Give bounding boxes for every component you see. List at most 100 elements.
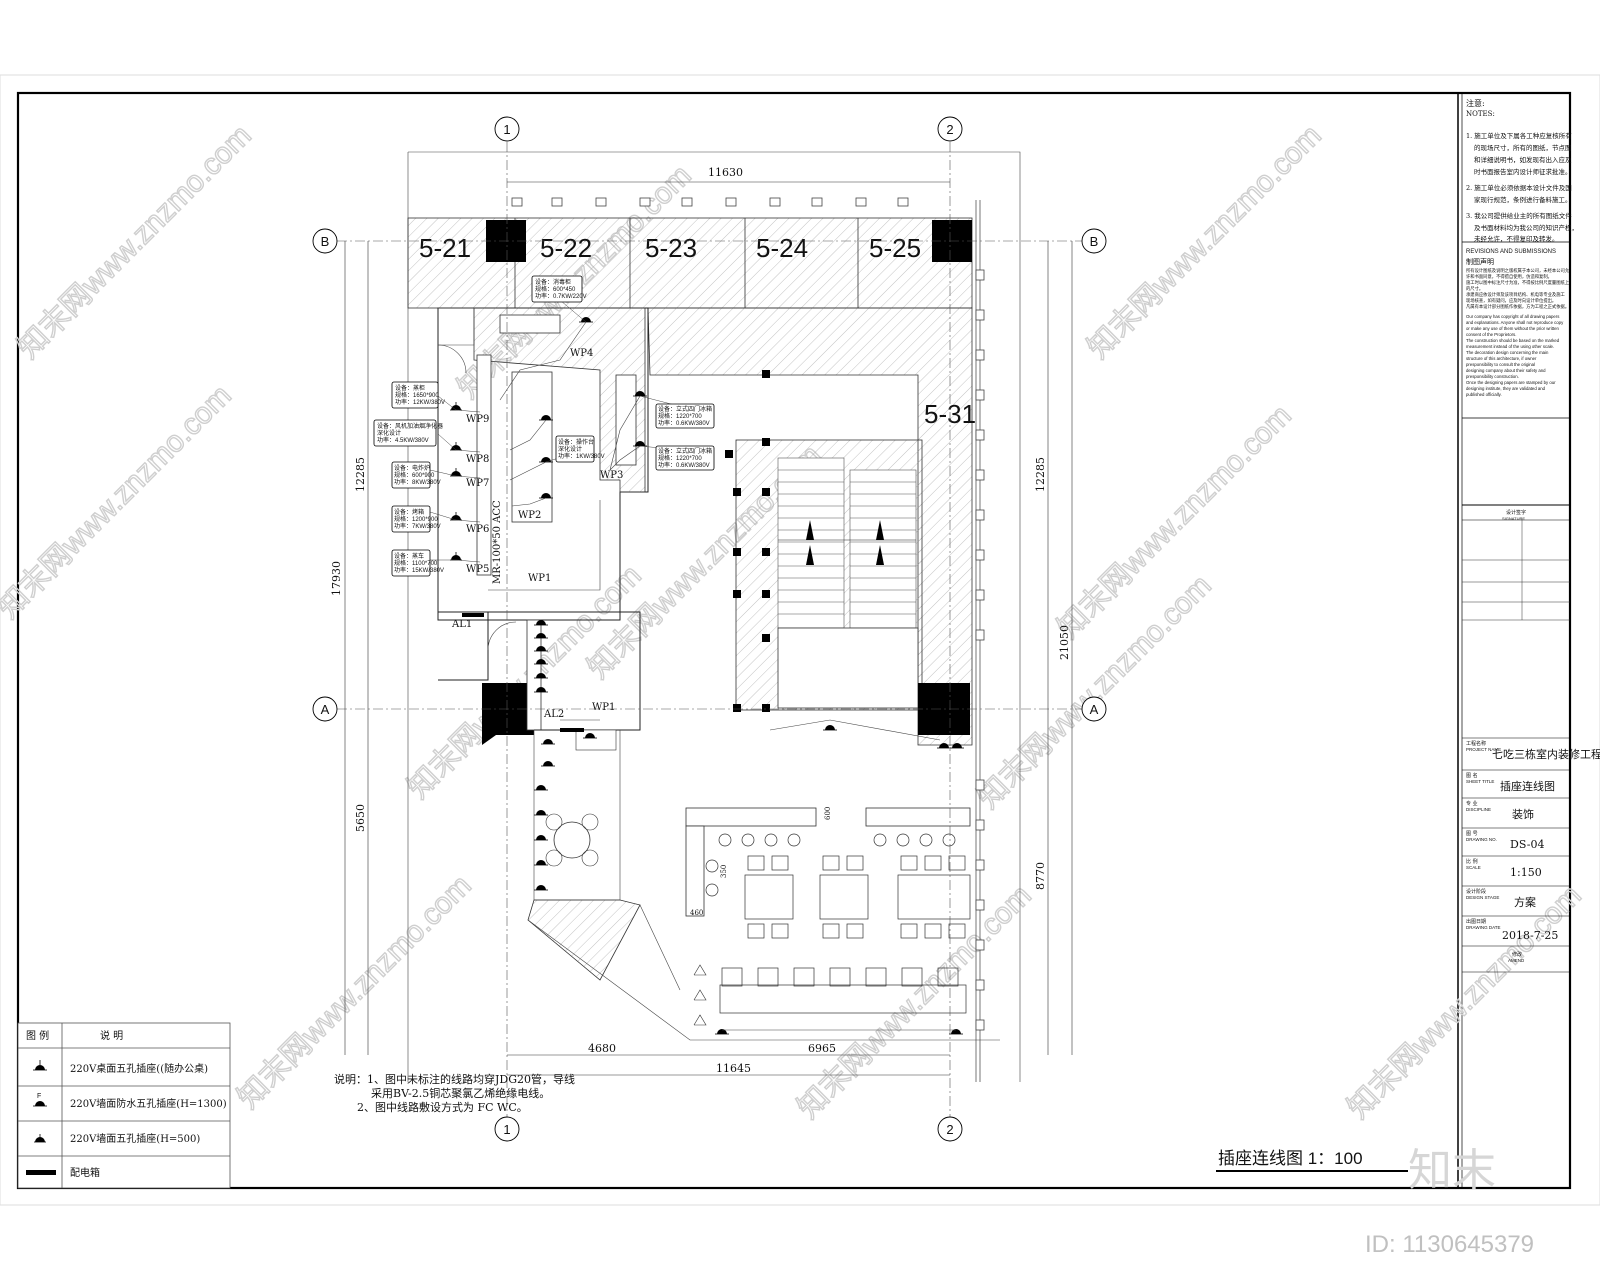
distribution-box-icon [26, 1170, 56, 1175]
svg-text:设备：风机加油烟净化器: 设备：风机加油烟净化器 [377, 422, 443, 430]
brand-overlay: 知末 ID: 1130645379 [1365, 1146, 1534, 1258]
circuit-label: WP8 [466, 454, 489, 465]
circuit-label: WP1 [592, 702, 615, 713]
svg-text:F: F [37, 1093, 41, 1100]
svg-text:SCALE: SCALE [1466, 865, 1481, 870]
circuit-label: WP2 [518, 510, 541, 521]
equipment-tag: 设备：蒸柜 规格：1650*900 功率：12KW/380V [391, 381, 445, 409]
note-item: 未经允许，不得复印及转发。 [1474, 234, 1559, 243]
note-item: 3. 我公司提供给业主的所有图纸文件 [1466, 211, 1572, 220]
svg-text:规格：1650*900: 规格：1650*900 [395, 391, 439, 399]
unit-labels: 5-21 5-22 5-23 5-24 5-25 5-31 [419, 233, 976, 429]
legend-header: 说 明 [100, 1029, 123, 1042]
svg-text:功率：7KW/380V: 功率：7KW/380V [394, 522, 441, 530]
circuit-label: WP5 [466, 564, 489, 575]
equipment-tag: 设备：立式四门冰箱 规格：1220*700 功率：0.6KW/380V [655, 403, 715, 429]
dimension-text: 5650 [354, 804, 367, 832]
svg-text:规格：1200*900: 规格：1200*900 [394, 515, 438, 523]
legend-desc: 220V墙面防水五孔插座(H=1300) [70, 1097, 227, 1110]
desk-socket-icon [32, 1060, 48, 1071]
svg-text:出图日期: 出图日期 [1466, 918, 1486, 925]
svg-text:图 号: 图 号 [1466, 831, 1478, 837]
circuit-label: WP1 [528, 573, 551, 584]
svg-text:设计阶段: 设计阶段 [1466, 888, 1486, 895]
note-item: 的现场尺寸，所有的图纸，节点图 [1474, 143, 1572, 152]
svg-text:measurement instead of the usi: measurement instead of the using other s… [1466, 344, 1554, 349]
svg-text:专 业: 专 业 [1466, 800, 1478, 807]
dimension-text: 11630 [708, 166, 743, 179]
axis-bubble-b: B [1090, 234, 1099, 249]
signature-label: 设计签字 [1506, 509, 1526, 516]
revisions-heading: REVISIONS AND SUBMISSIONS [1466, 249, 1556, 255]
svg-text:The construction should be bas: The construction should be based on the … [1466, 338, 1560, 343]
svg-text:工程名称: 工程名称 [1466, 740, 1486, 747]
legend-desc: 220V桌面五孔插座((随办公桌) [70, 1062, 208, 1075]
circuit-label: WP7 [466, 478, 489, 489]
unit-label: 5-25 [869, 233, 921, 263]
waterproof-socket-icon: F [32, 1093, 48, 1107]
svg-text:设备：蒸车: 设备：蒸车 [394, 552, 424, 560]
grid-axes: 1 2 1 2 B B A A [312, 116, 1107, 1142]
circuit-label: WP3 [600, 470, 623, 481]
svg-text:规格：1220*700: 规格：1220*700 [658, 454, 702, 462]
svg-text:深化设计: 深化设计 [558, 445, 582, 453]
svg-text:规格：1220*700: 规格：1220*700 [658, 412, 702, 420]
equipment-tags: 设备：消毒柜 规格：600*450 功率：0.7KW/220V 设备：蒸柜 规格… [373, 275, 715, 577]
svg-text:规格：600*900: 规格：600*900 [394, 471, 435, 479]
svg-text:承建商应依设计师及该项目结构、机电等专业及施工: 承建商应依设计师及该项目结构、机电等专业及施工 [1466, 291, 1566, 298]
trunk-label: MR-100*50 ACC [492, 500, 503, 584]
svg-text:设备：消毒柜: 设备：消毒柜 [535, 278, 571, 286]
svg-text:presponsibility to consult the: presponsibility to consult the original [1466, 362, 1535, 367]
svg-text:Our company has copyright of a: Our company has copyright of all drawing… [1466, 314, 1559, 319]
dimension-lines: 11630 12285 17930 5650 12285 21050 8770 … [330, 166, 1073, 1076]
svg-text:设备：烤箱: 设备：烤箱 [394, 508, 424, 516]
svg-text:DRAWING NO.: DRAWING NO. [1466, 837, 1497, 842]
note-item: 时书面报告室内设计师征求批准。 [1474, 167, 1572, 176]
notes-heading-en: NOTES: [1466, 110, 1495, 118]
svg-text:designing institute, they are: designing institute, they are validated … [1466, 386, 1546, 391]
svg-text:凡属有本设计部分图纸作依据，方为工程之正式依据。: 凡属有本设计部分图纸作依据，方为工程之正式依据。 [1466, 303, 1569, 310]
svg-text:and explanations. Anyone shall: and explanations. Anyone shall not repro… [1466, 320, 1564, 325]
brand-id: ID: 1130645379 [1365, 1231, 1534, 1258]
axis-bubble-1: 1 [503, 122, 510, 137]
drawing-title-text: 插座连线图 1：100 [1218, 1149, 1363, 1168]
equipment-tag: 设备：烤箱 规格：1200*900 功率：7KW/380V [391, 505, 441, 533]
svg-text:功率：12KW/380V: 功率：12KW/380V [395, 398, 445, 406]
svg-text:现场核查，如有疑问，应及时向设计单位提出。: 现场核查，如有疑问，应及时向设计单位提出。 [1466, 297, 1556, 304]
project-name: 七吃三栋室内装修工程 [1492, 747, 1600, 761]
circuit-labels: WP4 WP9 WP8 WP7 WP6 WP5 WP2 WP3 WP1 WP1 … [451, 348, 623, 720]
dimension-text: 21050 [1058, 625, 1071, 660]
note-item: 和详细说明书，如发现有出入应及 [1474, 155, 1572, 164]
svg-text:施工时以图中标注尺寸为准，不得按比例尺度量图纸上: 施工时以图中标注尺寸为准，不得按比例尺度量图纸上 [1466, 279, 1570, 286]
svg-text:设备：立式四门冰箱: 设备：立式四门冰箱 [658, 405, 712, 413]
equipment-tag: 设备：操作台 深化设计 功率：1KW/380V [555, 435, 605, 463]
note-item: 2. 施工单位必须依据本设计文件及国 [1466, 183, 1572, 192]
unit-label: 5-21 [419, 233, 471, 263]
note-line: 采用BV-2.5铜芯聚氯乙烯绝缘电线。 [371, 1086, 550, 1100]
equipment-tag: 设备：蒸车 规格：1100*700 功率：15KW/380V [391, 549, 444, 577]
dimension-text: 8770 [1034, 862, 1047, 890]
svg-text:DRAWING DATE: DRAWING DATE [1466, 925, 1501, 930]
axis-bubble-b: B [321, 234, 330, 249]
svg-text:功率：0.6KW/380V: 功率：0.6KW/380V [658, 461, 710, 469]
svg-text:设备：操作台: 设备：操作台 [558, 438, 594, 446]
unit-label: 5-24 [756, 233, 808, 263]
title-block: 注意: NOTES: 1. 施工单位及下属各工种应复核所有 的现场尺寸，所有的图… [1462, 98, 1600, 973]
note-item: 1. 施工单位及下属各工种应复核所有 [1466, 131, 1572, 140]
svg-text:AMEND: AMEND [1508, 958, 1525, 963]
watermark: 知末网www.znzmo.com [12, 119, 258, 365]
svg-text:功率：8KW/380V: 功率：8KW/380V [394, 478, 441, 486]
circuit-label: WP6 [466, 524, 489, 535]
equipment-tag: 设备：消毒柜 规格：600*450 功率：0.7KW/220V [531, 275, 587, 303]
svg-text:consent of the Proprietors.: consent of the Proprietors. [1466, 332, 1516, 337]
design-stage: 方案 [1514, 895, 1536, 909]
dimension-text: 11645 [716, 1062, 751, 1075]
floor-plan [407, 151, 1021, 1082]
svg-text:The decoration design concerni: The decoration design concerning the mai… [1466, 350, 1549, 355]
svg-text:设备：电炸炉: 设备：电炸炉 [394, 464, 430, 472]
svg-text:功率：0.7KW/220V: 功率：0.7KW/220V [535, 292, 587, 300]
note-line: 2、图中线路敷设方式为 FC WC。 [357, 1100, 528, 1114]
axis-bubble-a: A [321, 702, 330, 717]
note-line: 说明：1、图中未标注的线路均穿JDG20管，导线 [334, 1072, 575, 1086]
watermark: 知末网www.znzmo.com [402, 559, 648, 805]
